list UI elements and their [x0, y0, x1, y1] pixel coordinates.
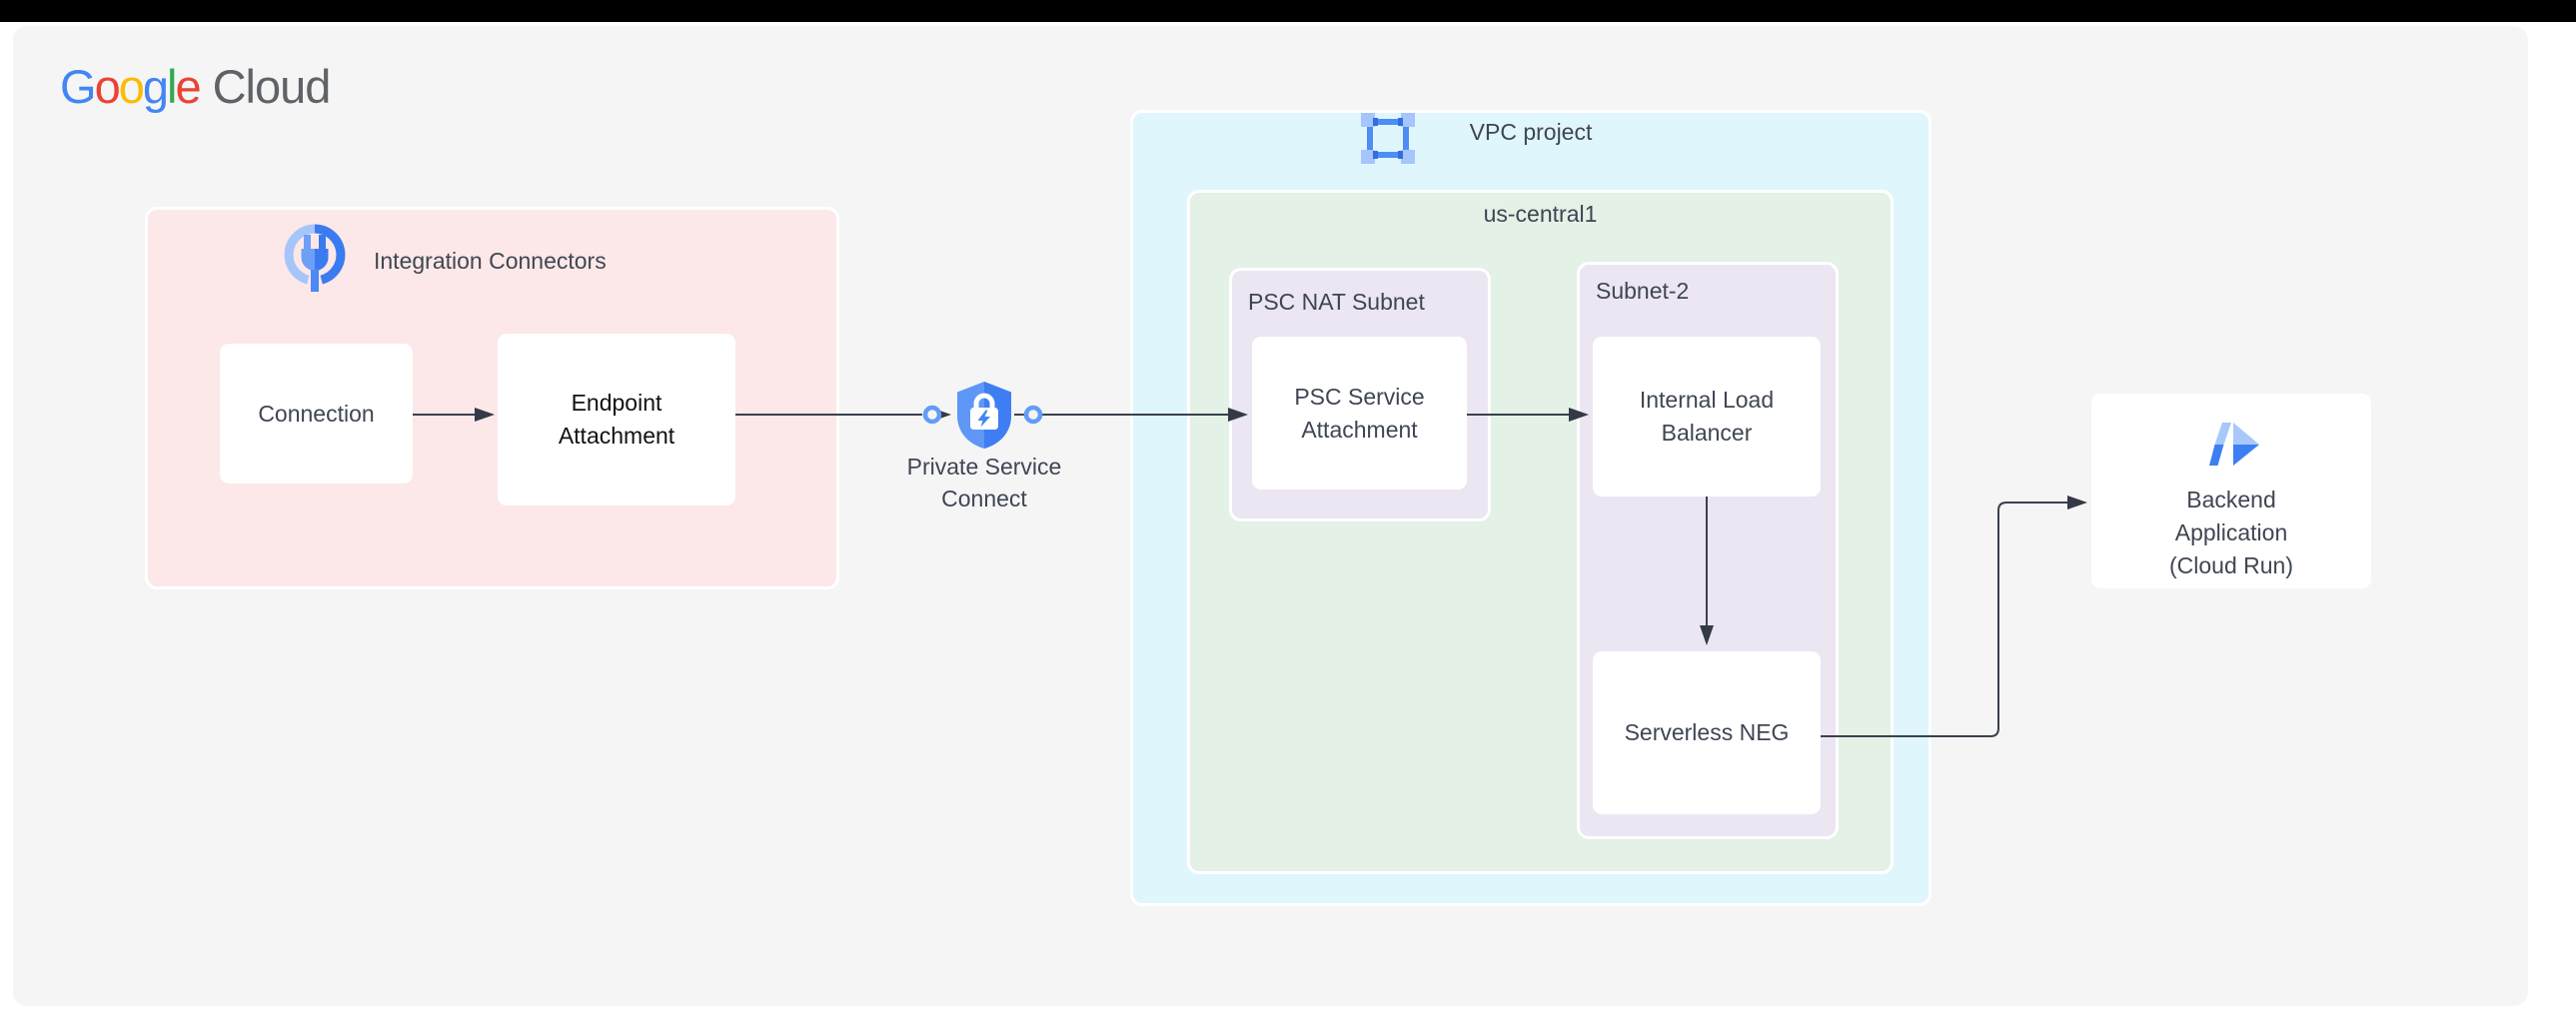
node-psc-service-attachment: PSC Service Attachment [1252, 337, 1467, 490]
vpc-icon [1361, 113, 1415, 164]
psc-nat-subnet-title: PSC NAT Subnet [1248, 289, 1425, 315]
logo-letter: o [118, 60, 145, 113]
internal-load-balancer-label: Internal Load Balancer [1639, 387, 1775, 446]
logo-letter: l [166, 60, 178, 113]
node-connection: Connection [220, 344, 413, 484]
subnet-2-title: Subnet-2 [1596, 278, 1690, 304]
serverless-neg-label: Serverless NEG [1624, 719, 1790, 745]
cloud-run-icon [2209, 423, 2259, 466]
region-title: us-central1 [1483, 201, 1598, 227]
vpc-project-title: VPC project [1469, 119, 1593, 145]
node-backend-application: Backend Application (Cloud Run) [2091, 394, 2371, 588]
logo-letter: o [94, 60, 121, 113]
private-service-connect-label: Private Service Connect [906, 454, 1062, 511]
endpoint-attachment-label: Endpoint Attachment [558, 390, 675, 449]
logo-letter: G [60, 60, 97, 113]
logo-letter: g [142, 60, 169, 113]
logo-letter: e [175, 60, 201, 113]
node-internal-load-balancer: Internal Load Balancer [1593, 337, 1821, 497]
node-endpoint-attachment: Endpoint Attachment [498, 334, 735, 506]
logo-cloud-text: Cloud [212, 60, 332, 113]
integration-connectors-title: Integration Connectors [374, 248, 607, 274]
shield-lock-icon [957, 382, 1011, 449]
window-top-bar [0, 0, 2576, 22]
psc-service-attachment-label: PSC Service Attachment [1294, 383, 1425, 443]
node-serverless-neg: Serverless NEG [1593, 651, 1821, 814]
backend-application-label: Backend Application (Cloud Run) [2169, 487, 2293, 578]
integration-connectors-icon [284, 224, 346, 292]
connection-label: Connection [258, 400, 375, 427]
